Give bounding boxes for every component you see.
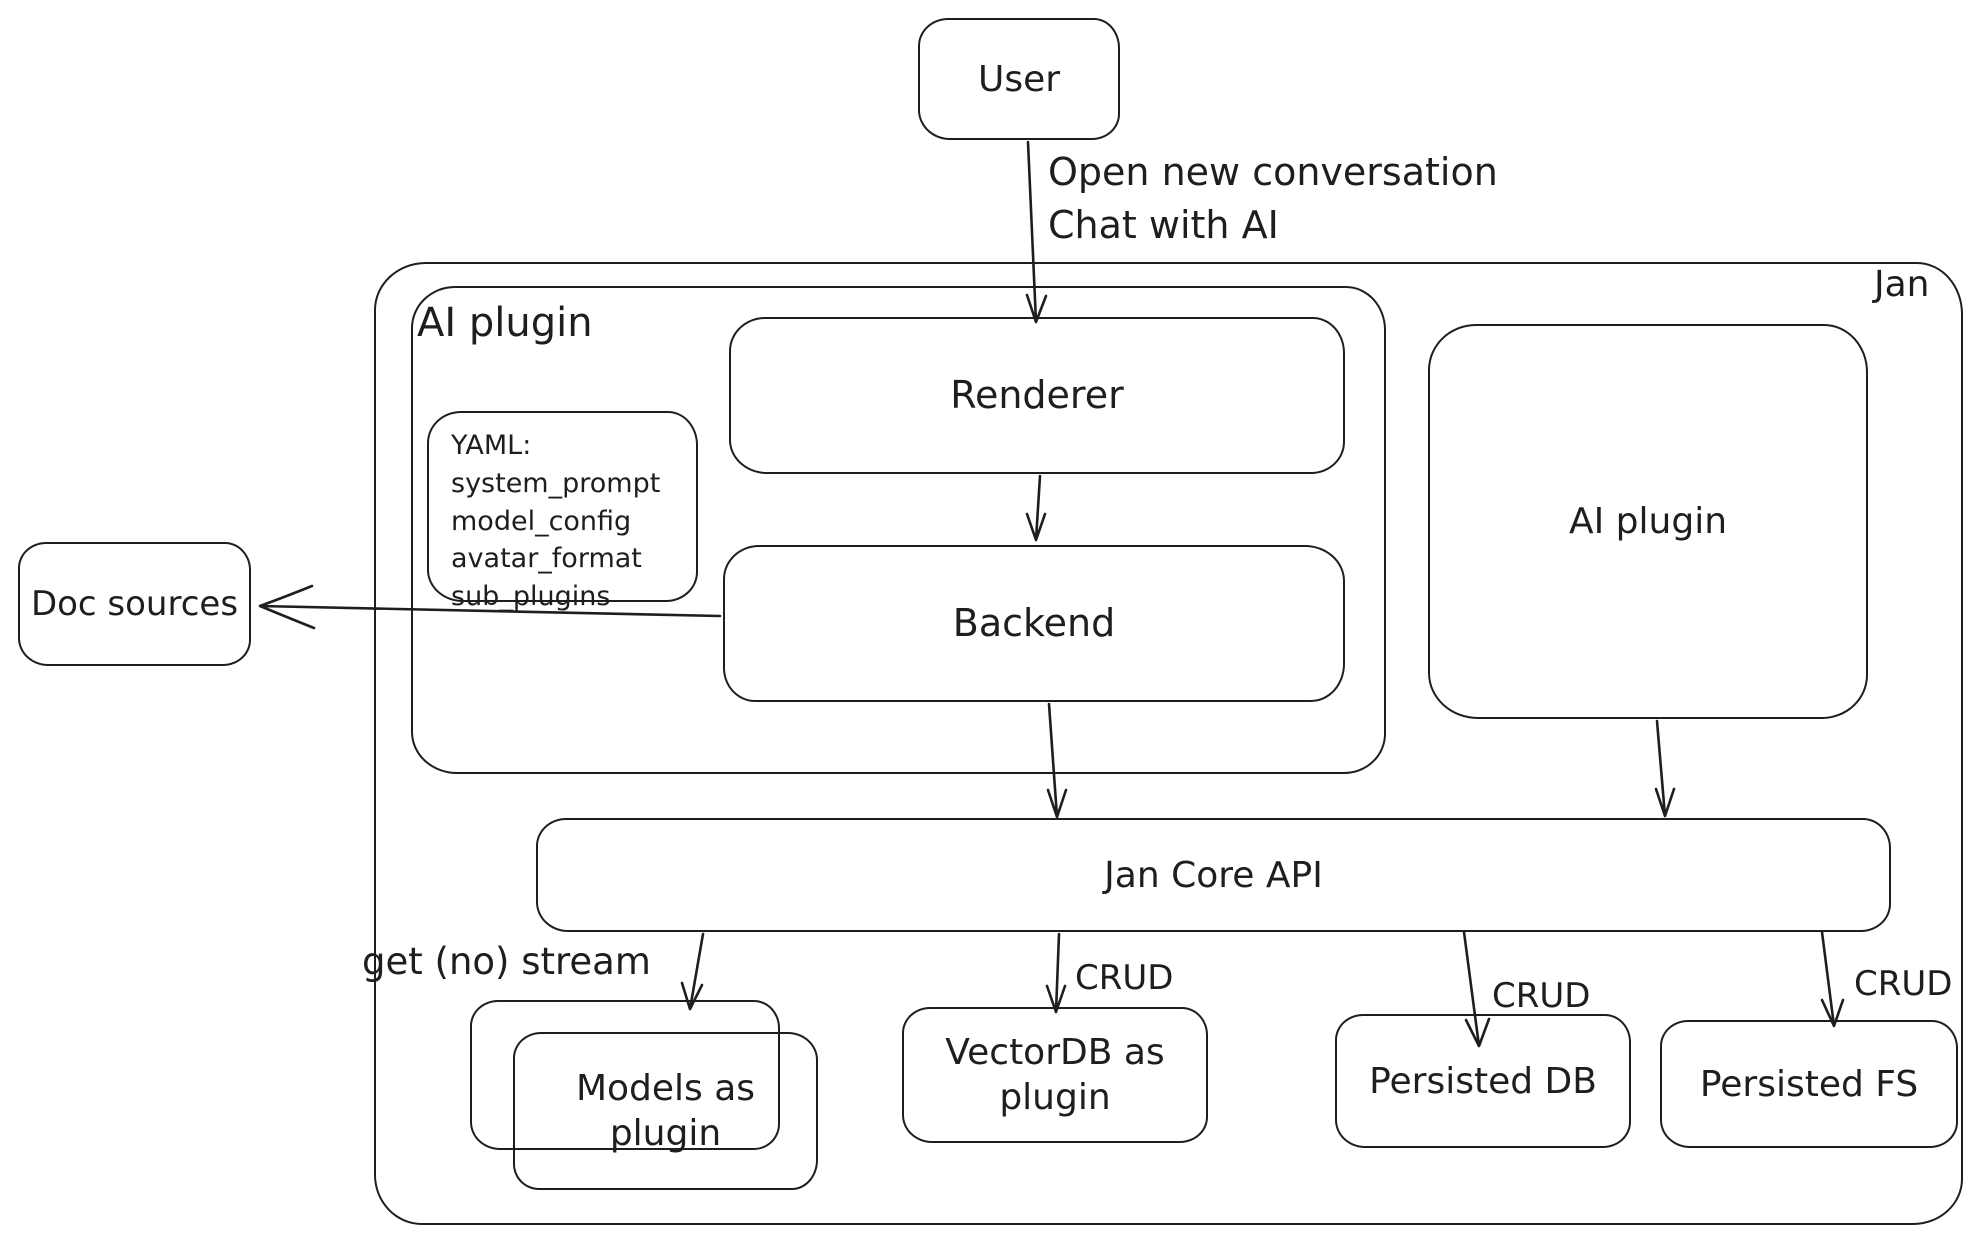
yaml-note-line: YAML: [451, 430, 532, 461]
user-node-label: User [977, 58, 1061, 100]
yaml-note-line: system_prompt [451, 467, 661, 499]
edge-label-get-no-stream: get (no) stream [362, 940, 651, 983]
jan-core-api-node-label: Jan Core API [1104, 854, 1323, 896]
yaml-note-line: model_config [451, 505, 632, 537]
yaml-note-line: avatar_format [451, 543, 642, 575]
models-as-plugin-back-box [470, 1000, 780, 1150]
edge-label-crud-persisted-fs: CRUD [1854, 964, 1953, 1004]
renderer-node: Renderer [729, 317, 1345, 474]
edge-label-crud-vectordb: CRUD [1075, 958, 1174, 998]
renderer-node-label: Renderer [950, 372, 1124, 417]
edge-label-chat-with-ai: Chat with AI [1048, 203, 1279, 247]
persisted-db-node-label: Persisted DB [1369, 1060, 1597, 1102]
edge-label-open-conversation: Open new conversation [1048, 150, 1498, 194]
user-node: User [918, 18, 1120, 140]
ai-plugin-container-label: AI plugin [417, 300, 593, 346]
persisted-db-node: Persisted DB [1335, 1014, 1631, 1148]
yaml-note-text: YAML: system_prompt model_config avatar_… [429, 413, 660, 616]
persisted-fs-node-label: Persisted FS [1699, 1063, 1919, 1105]
backend-node: Backend [723, 545, 1345, 702]
models-as-plugin-node-label: Models as plugin [575, 1068, 756, 1154]
edge-label-crud-persisted-db: CRUD [1492, 976, 1591, 1016]
doc-sources-node-label: Doc sources [30, 583, 239, 624]
backend-node-label: Backend [952, 600, 1116, 645]
yaml-note-node: YAML: system_prompt model_config avatar_… [427, 411, 698, 612]
vectordb-as-plugin-node: VectorDB as plugin [902, 1007, 1208, 1143]
jan-container-label: Jan [1874, 264, 1930, 305]
jan-core-api-node: Jan Core API [536, 818, 1891, 932]
persisted-fs-node: Persisted FS [1660, 1020, 1958, 1148]
vectordb-as-plugin-node-label: VectorDB as plugin [945, 1032, 1165, 1118]
doc-sources-node: Doc sources [18, 542, 251, 666]
yaml-note-line: sub_plugins [451, 581, 611, 613]
jan-container-box [374, 262, 1963, 1225]
models-as-plugin-node: Models as plugin [513, 1032, 818, 1190]
ai-plugin-right-node: AI plugin [1428, 324, 1868, 719]
ai-plugin-right-node-label: AI plugin [1568, 501, 1728, 542]
ai-plugin-container-box [411, 286, 1386, 774]
